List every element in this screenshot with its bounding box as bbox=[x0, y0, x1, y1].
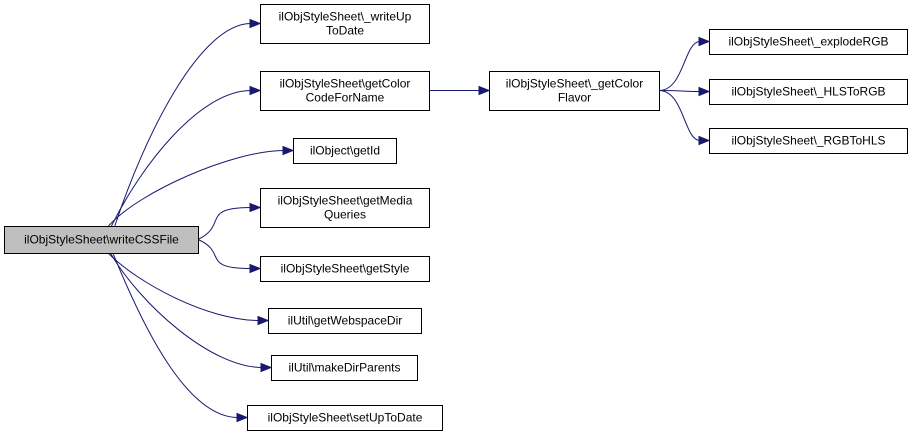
edge-root-to-getColor bbox=[111, 90, 252, 227]
arrowhead-getStyle bbox=[249, 263, 262, 274]
node-box-getColor[interactable] bbox=[260, 71, 430, 111]
edge-root-to-getMedia bbox=[197, 207, 252, 240]
node-getId[interactable]: ilObject\getId bbox=[293, 138, 397, 164]
node-box-getWeb[interactable] bbox=[268, 308, 422, 334]
edge-root-to-getWeb bbox=[107, 252, 260, 321]
arrowhead-flavor bbox=[478, 85, 491, 96]
node-label-getColor-1: CodeForName bbox=[306, 91, 385, 105]
arrowhead-writeUp bbox=[249, 18, 262, 29]
node-label-root-0: ilObjStyleSheet\writeCSSFile bbox=[24, 233, 179, 247]
arrowhead-makeDir bbox=[260, 362, 273, 373]
edge-root-to-getStyle bbox=[197, 239, 252, 269]
edge-flavor-to-rgb bbox=[658, 90, 701, 141]
node-rgb[interactable]: ilObjStyleSheet\_RGBToHLS bbox=[709, 128, 908, 154]
nodes-layer: ilObjStyleSheet\writeCSSFile ilObjStyleSh… bbox=[4, 4, 908, 431]
node-label-flavor-1: Flavor bbox=[558, 91, 591, 105]
node-getWeb[interactable]: ilUtil\getWebspaceDir bbox=[268, 308, 422, 334]
node-label-getWeb-0: ilUtil\getWebspaceDir bbox=[288, 314, 403, 328]
node-label-getColor-0: ilObjStyleSheet\getColor bbox=[280, 77, 411, 91]
node-setUp[interactable]: ilObjStyleSheet\setUpToDate bbox=[247, 405, 443, 431]
arrowhead-explode bbox=[698, 36, 711, 47]
arrowhead-getMedia bbox=[249, 202, 262, 213]
edge-root-to-getId bbox=[108, 150, 285, 227]
edge-root-to-setUp bbox=[112, 252, 239, 418]
node-getStyle[interactable]: ilObjStyleSheet\getStyle bbox=[260, 256, 430, 282]
node-box-explode[interactable] bbox=[709, 29, 908, 55]
edge-flavor-to-hls bbox=[658, 90, 701, 92]
node-label-hls-0: ilObjStyleSheet\_HLSToRGB bbox=[731, 85, 885, 99]
node-makeDir[interactable]: ilUtil\makeDirParents bbox=[271, 355, 418, 381]
node-box-setUp[interactable] bbox=[247, 405, 443, 431]
arrowhead-getColor bbox=[249, 85, 262, 96]
node-box-root[interactable] bbox=[4, 226, 199, 254]
node-box-flavor[interactable] bbox=[489, 71, 660, 111]
node-label-makeDir-0: ilUtil\makeDirParents bbox=[288, 361, 400, 375]
node-root[interactable]: ilObjStyleSheet\writeCSSFile bbox=[4, 226, 199, 254]
node-label-setUp-0: ilObjStyleSheet\setUpToDate bbox=[268, 411, 423, 425]
node-box-writeUp[interactable] bbox=[260, 4, 430, 44]
node-label-writeUp-0: ilObjStyleSheet\_writeUp bbox=[279, 10, 412, 24]
node-box-getStyle[interactable] bbox=[260, 256, 430, 282]
node-label-rgb-0: ilObjStyleSheet\_RGBToHLS bbox=[731, 134, 885, 148]
node-label-getMedia-0: ilObjStyleSheet\getMedia bbox=[278, 194, 413, 208]
node-label-flavor-0: ilObjStyleSheet\_getColor bbox=[506, 77, 643, 91]
arrowhead-hls bbox=[698, 86, 711, 97]
node-hls[interactable]: ilObjStyleSheet\_HLSToRGB bbox=[709, 79, 908, 105]
edges-layer bbox=[107, 18, 711, 423]
edge-root-to-writeUp bbox=[114, 23, 252, 227]
node-label-getMedia-1: Queries bbox=[324, 208, 366, 222]
node-box-hls[interactable] bbox=[709, 79, 908, 105]
node-box-getId[interactable] bbox=[293, 138, 397, 164]
arrowhead-setUp bbox=[236, 412, 249, 423]
node-label-writeUp-1: ToDate bbox=[326, 24, 364, 38]
edge-root-to-makeDir bbox=[109, 252, 263, 368]
node-box-rgb[interactable] bbox=[709, 128, 908, 154]
arrowhead-rgb bbox=[698, 135, 711, 146]
arrowhead-getId bbox=[282, 145, 295, 156]
node-label-getStyle-0: ilObjStyleSheet\getStyle bbox=[281, 262, 410, 276]
node-label-explode-0: ilObjStyleSheet\_explodeRGB bbox=[728, 35, 888, 49]
node-box-makeDir[interactable] bbox=[271, 355, 418, 381]
node-explode[interactable]: ilObjStyleSheet\_explodeRGB bbox=[709, 29, 908, 55]
edge-flavor-to-explode bbox=[658, 41, 701, 91]
node-label-getId-0: ilObject\getId bbox=[310, 144, 380, 158]
node-box-getMedia[interactable] bbox=[260, 188, 430, 228]
arrowhead-getWeb bbox=[257, 315, 270, 326]
